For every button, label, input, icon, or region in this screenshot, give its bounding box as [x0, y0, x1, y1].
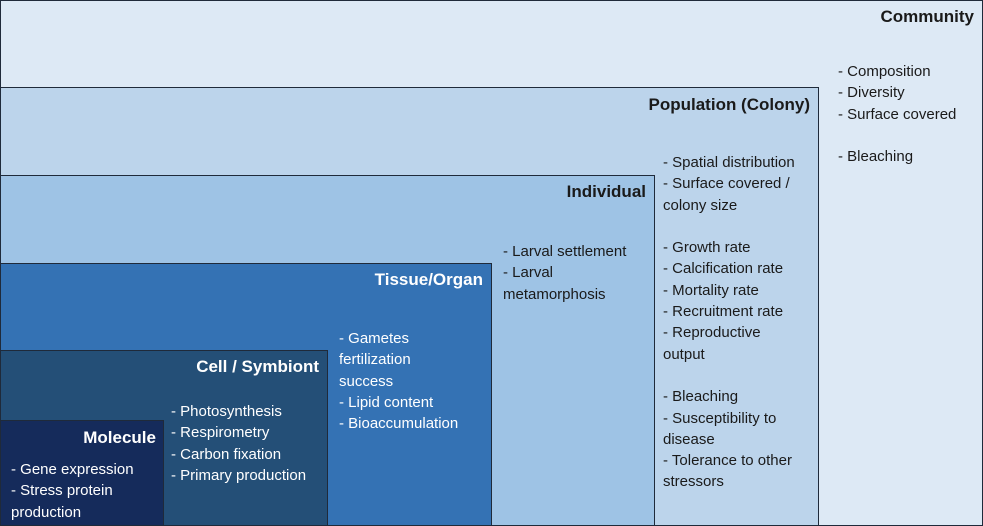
metric-item: disease: [663, 430, 715, 448]
individual-metrics-list: - Larval settlement - Larval metamorphosis: [503, 241, 626, 305]
metric-item: - Bioaccumulation: [339, 415, 459, 433]
metric-item: - Gametes: [339, 330, 410, 347]
metric-item: - Respirometry: [171, 424, 270, 442]
metric-item: colony size: [663, 196, 738, 214]
tissue-title: Tissue/Organ: [374, 270, 483, 289]
cell-title: Cell / Symbiont: [196, 357, 319, 376]
metric-item: - Susceptibility to: [663, 409, 777, 427]
metric-item: - Surface covered: [838, 105, 957, 123]
tissue-metrics-list: - Gametes fertilization success - Lipid con…: [339, 328, 458, 434]
metric-item: success: [339, 372, 394, 390]
community-title: Community: [880, 7, 975, 26]
molecule-metrics-list: - Gene expression - Stress protein product…: [11, 459, 134, 523]
individual-title: Individual: [566, 182, 646, 201]
metric-item: - Recruitment rate: [663, 303, 784, 321]
metric-item: production: [11, 503, 82, 521]
population-title: Population (Colony): [648, 95, 810, 114]
metric-item: [838, 125, 956, 146]
metric-item: - Calcification rate: [663, 260, 784, 278]
metric-item: - Lipid content: [339, 393, 434, 411]
metric-item: - Bleaching: [838, 148, 914, 166]
metric-item: - Primary production: [171, 466, 307, 484]
metric-item: - Larval: [503, 264, 554, 282]
metric-item: - Composition: [838, 63, 931, 80]
metric-item: stressors: [663, 473, 724, 491]
metric-item: [663, 365, 795, 386]
cell-metrics-list: - Photosynthesis - Respirometry - Carbon f…: [171, 401, 306, 486]
metric-item: - Diversity: [838, 84, 905, 102]
molecule-title: Molecule: [83, 428, 156, 447]
metric-item: metamorphosis: [503, 285, 606, 303]
population-metrics-list: - Spatial distribution - Surface covered …: [663, 152, 795, 493]
metric-item: - Spatial distribution: [663, 154, 795, 171]
metric-item: [663, 216, 795, 237]
metric-item: - Stress protein: [11, 482, 113, 500]
metric-item: - Reproductive: [663, 324, 761, 342]
community-metrics-list: - Composition - Diversity - Surface covere…: [838, 61, 956, 167]
metric-item: - Surface covered /: [663, 175, 790, 193]
metric-item: - Bleaching: [663, 388, 739, 406]
metric-item: - Photosynthesis: [171, 403, 282, 420]
metric-item: - Larval settlement: [503, 243, 627, 260]
molecule-level-box: [0, 420, 164, 526]
metric-item: - Mortality rate: [663, 281, 759, 299]
metric-item: - Gene expression: [11, 461, 134, 478]
metric-item: output: [663, 345, 705, 363]
metric-item: - Carbon fixation: [171, 445, 282, 463]
metric-item: fertilization: [339, 351, 411, 369]
metric-item: - Growth rate: [663, 239, 751, 257]
metric-item: - Tolerance to other: [663, 452, 792, 470]
